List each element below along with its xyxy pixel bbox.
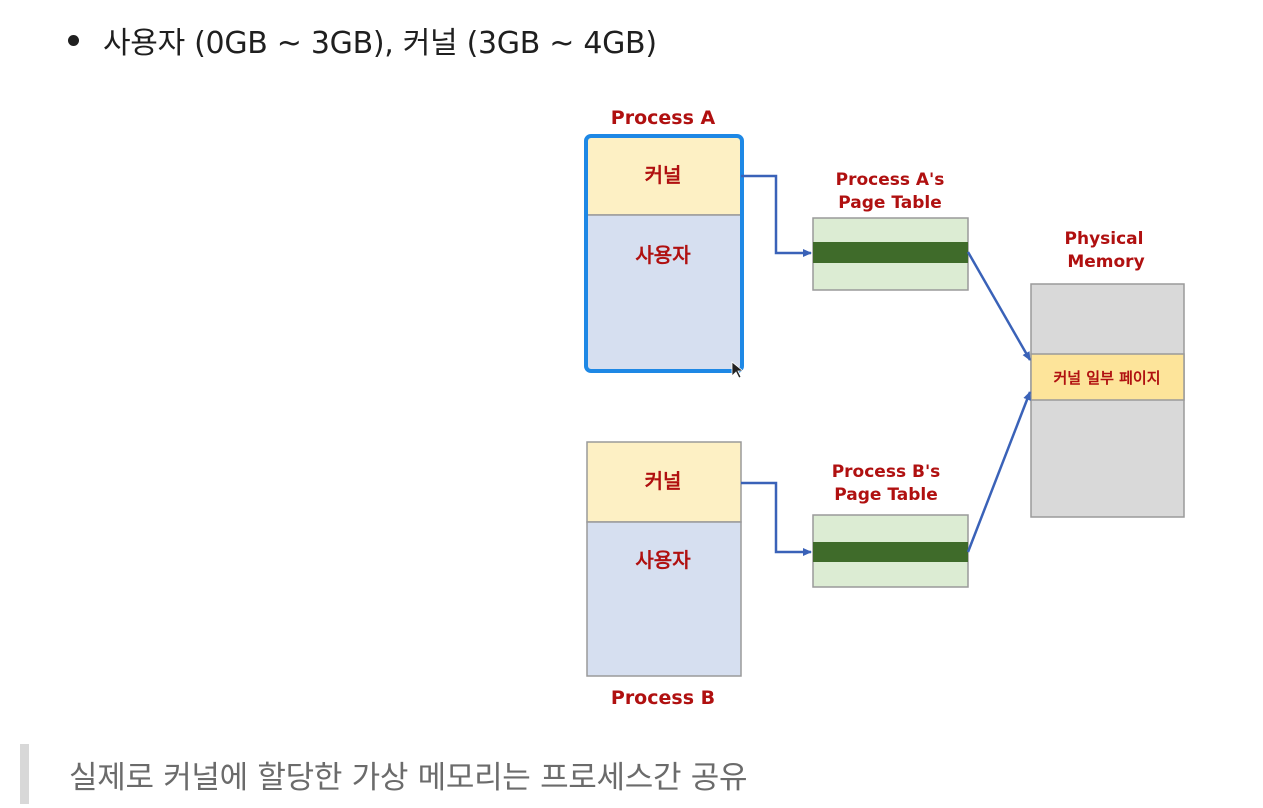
page-table-b-title-line1: Process B's [832,462,941,482]
page-table-a-title-line2: Page Table [838,193,942,213]
physical-memory-title-line1: Physical [1065,229,1144,249]
physical-memory-title-line2: Memory [1067,252,1144,272]
bullet-text: 사용자 (0GB ~ 3GB), 커널 (3GB ~ 4GB) [103,26,657,61]
process-a-title: Process A [611,107,716,129]
process-b-kernel-region [586,441,742,523]
page-table-a-entry [813,242,968,263]
page-table-b-entry [813,542,968,562]
page-table-b [812,514,969,588]
arrow-process-a-to-page-table [741,174,812,257]
arrow-process-b-to-page-table [741,481,812,556]
process-a-user-label: 사용자 [635,243,691,267]
shared-kernel-pages [1030,353,1185,401]
process-b-kernel-label: 커널 [645,469,682,493]
page-table-a-title-line1: Process A's [836,170,945,190]
process-a-kernel-label: 커널 [645,163,682,187]
bullet-item: 사용자 (0GB ~ 3GB), 커널 (3GB ~ 4GB) [62,18,657,62]
physical-memory: 커널 일부 페이지 [1030,283,1185,518]
process-b-user-region [586,521,742,677]
page-table-a [812,217,969,291]
bullet-dot-icon [68,34,79,46]
process-b-title: Process B [611,687,715,709]
page-table-b-title-line2: Page Table [834,485,938,505]
shared-kernel-pages-label: 커널 일부 페이지 [1053,369,1160,387]
process-a-box[interactable]: 커널 사용자 [584,134,744,373]
blockquote-bar [20,744,29,804]
mouse-cursor-icon [731,361,745,379]
arrow-page-table-a-to-memory [966,251,1032,361]
process-a-kernel-region [586,136,742,216]
process-b-user-label: 사용자 [635,548,691,572]
blockquote-text: 실제로 커널에 할당한 가상 메모리는 프로세스간 공유 [69,759,748,796]
blockquote: 실제로 커널에 할당한 가상 메모리는 프로세스간 공유 [20,744,747,804]
process-a-selection-outline [584,134,744,373]
process-b-box[interactable]: 커널 사용자 [586,441,742,677]
process-a-user-region [586,214,742,371]
arrow-page-table-b-to-memory [966,391,1032,553]
